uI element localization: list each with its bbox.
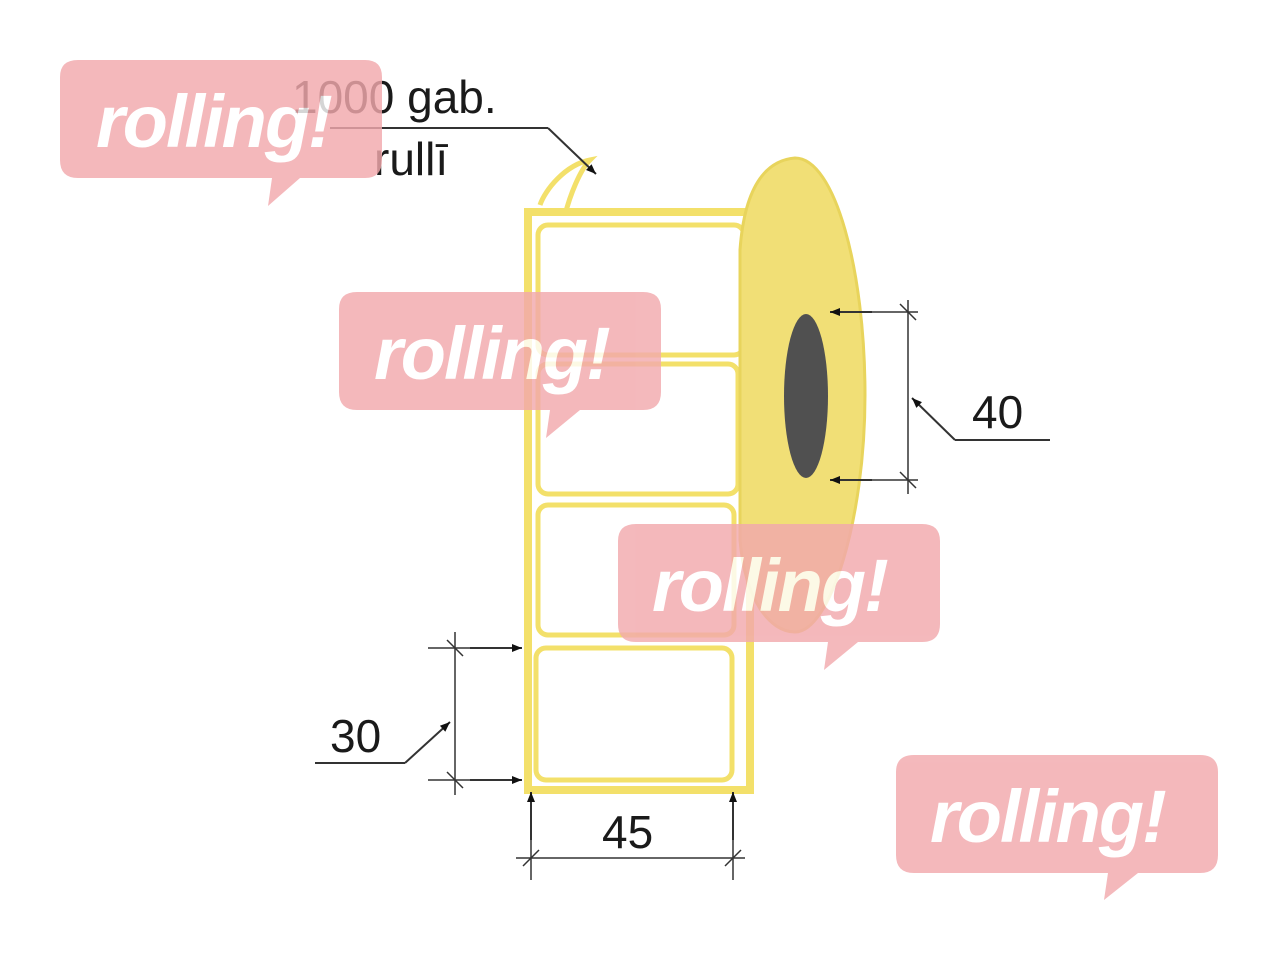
width-dimension <box>516 792 745 880</box>
watermark-3: rolling! <box>618 524 940 670</box>
height-dimension <box>315 632 522 795</box>
watermark-4: rolling! <box>896 755 1218 900</box>
watermark-text: rolling! <box>930 775 1166 858</box>
label-4 <box>533 645 735 783</box>
label-strip <box>524 155 754 794</box>
roll-core <box>784 314 828 478</box>
label-height-value: 30 <box>330 710 381 762</box>
quantity-sublabel: rullī <box>374 133 448 185</box>
roll-side <box>738 156 867 634</box>
core-diameter-value: 40 <box>972 386 1023 438</box>
watermark-text: rolling! <box>374 312 610 395</box>
watermark-text: rolling! <box>652 544 888 627</box>
core-dimension <box>830 300 1050 494</box>
watermark-text: rolling! <box>96 80 332 163</box>
watermark-1: rolling! <box>60 60 382 206</box>
label-width-value: 45 <box>602 806 653 858</box>
watermark-2: rolling! <box>339 292 661 438</box>
